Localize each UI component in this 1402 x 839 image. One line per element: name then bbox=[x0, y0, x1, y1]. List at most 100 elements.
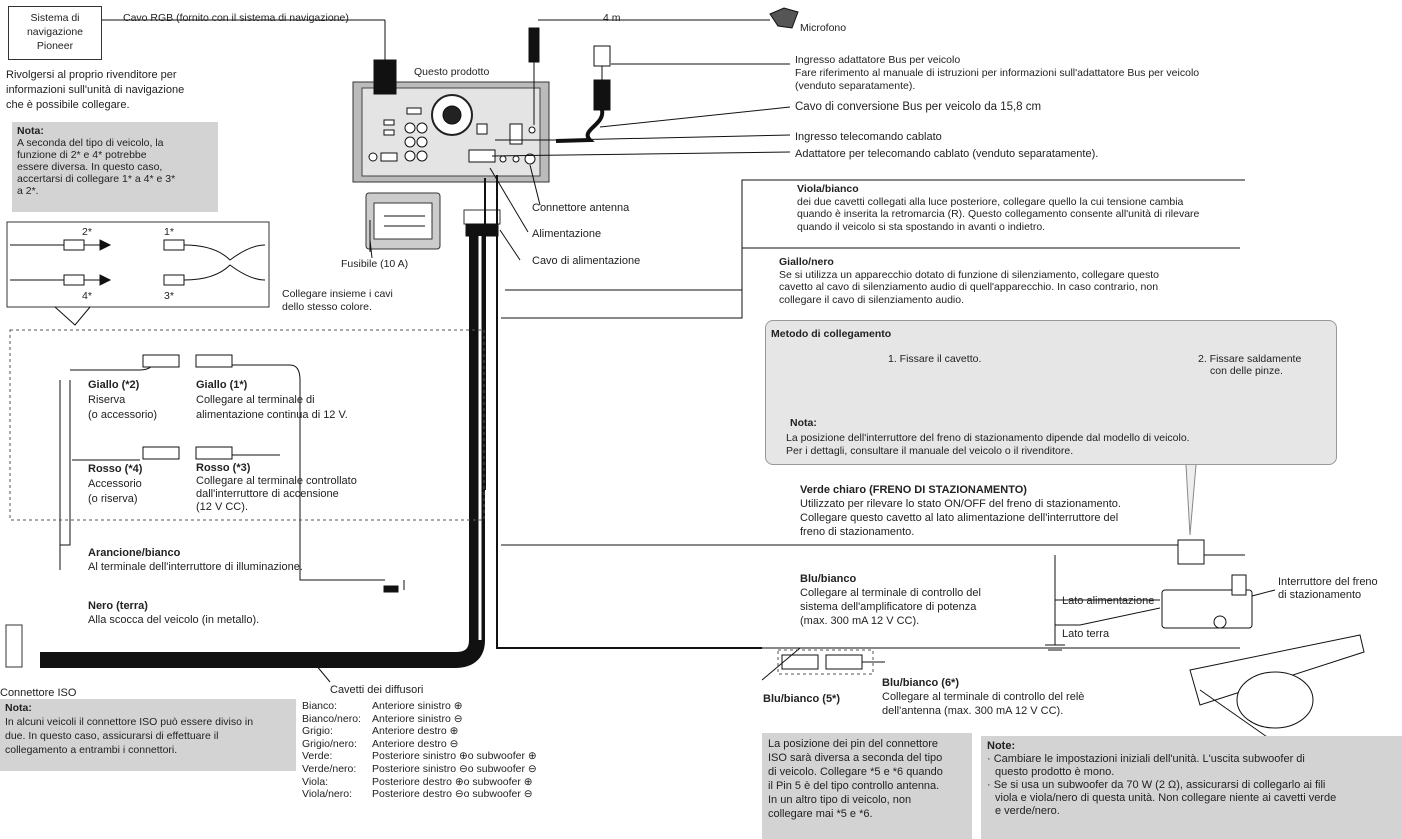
pin-note: La posizione dei pin del connettore ISO … bbox=[762, 733, 972, 839]
method-step2-line2: con delle pinze. bbox=[1210, 365, 1283, 377]
same-color-text: Collegare insieme i cavi dello stesso co… bbox=[282, 288, 393, 314]
red4-line2: (o riserva) bbox=[88, 493, 138, 505]
yellow-black-text: Giallo/nero Se si utilizza un apparecchi… bbox=[779, 256, 1159, 306]
remote-input-line: Adattatore per telecomando cablato (vend… bbox=[795, 148, 1099, 160]
speaker-channel: Anteriore sinistro ⊕ bbox=[372, 700, 463, 712]
ground-side-label: Lato terra bbox=[1062, 628, 1110, 640]
speaker-row: Bianco/nero: Anteriore sinistro ⊖ bbox=[302, 713, 537, 726]
red4-title: Rosso (*4) bbox=[88, 463, 143, 475]
iso-note-line2: due. In questo caso, assicurarsi di effe… bbox=[5, 730, 219, 742]
black-ground-title: Nero (terra) bbox=[88, 600, 148, 612]
method-step2-line1: 2. Fissare saldamente bbox=[1198, 353, 1302, 365]
blue-white6-line1: Collegare al terminale di controllo del … bbox=[882, 691, 1085, 703]
speakers-title: Cavetti dei diffusori bbox=[330, 684, 424, 696]
speakers-table: Bianco: Anteriore sinistro ⊕ Bianco/nero:… bbox=[302, 700, 537, 801]
notes-bottom-text3: Se si usa un subwoofer da 70 W (2 Ω), as… bbox=[993, 779, 1326, 791]
speaker-wire: Verde/nero: bbox=[302, 762, 357, 775]
same-color-line2: dello stesso colore. bbox=[282, 301, 372, 313]
speaker-channel: Anteriore sinistro ⊖ bbox=[372, 712, 463, 725]
nav-system-line3: Pioneer bbox=[36, 40, 74, 52]
dealer-line1: Rivolgersi al proprio rivenditore per bbox=[6, 69, 177, 81]
method-title: Metodo di collegamento bbox=[771, 328, 892, 340]
speaker-wire: Viola: bbox=[302, 775, 329, 788]
pin-note-line5: In un altro tipo di veicolo, non bbox=[768, 794, 912, 806]
yellow2-line2: (o accessorio) bbox=[88, 409, 158, 421]
fuse-label: Fusibile (10 A) bbox=[341, 258, 409, 270]
pin-note-line2: ISO sarà diversa a seconda del tipo bbox=[768, 752, 943, 764]
length-label: 4 m bbox=[603, 12, 621, 24]
light-green-title: Verde chiaro (FRENO DI STAZIONAMENTO) bbox=[800, 484, 1027, 496]
blue-white6-title: Blu/bianco (6*) bbox=[882, 677, 960, 689]
violet-white-line2: quando è inserita la retromarcia (R). Qu… bbox=[797, 208, 1200, 220]
red3-text: Rosso (*3) Collegare al terminale contro… bbox=[196, 462, 357, 514]
black-ground-line: Alla scocca del veicolo (in metallo). bbox=[88, 614, 260, 626]
notes-bottom-line3: · Se si usa un subwoofer da 70 W (2 Ω), … bbox=[987, 779, 1326, 791]
dealer-line2: informazioni sull'unità di navigazione bbox=[6, 84, 185, 96]
red4-line1: Accessorio bbox=[88, 478, 142, 490]
brake-switch-line2: di stazionamento bbox=[1278, 589, 1362, 601]
light-green-line1: Utilizzato per rilevare lo stato ON/OFF … bbox=[800, 498, 1121, 510]
yellow1-line1: Collegare al terminale di bbox=[196, 394, 315, 406]
violet-white-text: Viola/bianco dei due cavetti collegati a… bbox=[797, 183, 1199, 233]
bus-input-title: Ingresso adattatore Bus per veicolo bbox=[795, 54, 961, 66]
method-step2: 2. Fissare saldamente con delle pinze. bbox=[1198, 353, 1301, 377]
iso-note-line3: collegamento a entrambi i connettori. bbox=[5, 744, 178, 756]
speaker-channel: Posteriore destro ⊖o subwoofer ⊖ bbox=[372, 788, 533, 801]
yellow-black-line1: Se si utilizza un apparecchio dotato di … bbox=[779, 268, 1159, 281]
notes-bottom-title: Note: bbox=[987, 740, 1016, 752]
speaker-row: Verde: Posteriore sinistro ⊕o subwoofer ⊕ bbox=[302, 750, 537, 763]
orange-white-title: Arancione/bianco bbox=[88, 547, 181, 559]
speaker-wire: Grigio: bbox=[302, 725, 333, 738]
notes-bottom-line5: e verde/nero. bbox=[995, 805, 1060, 817]
remote-input-title: Ingresso telecomando cablato bbox=[795, 131, 942, 143]
red3-line3: (12 V CC). bbox=[196, 501, 248, 513]
pin-note-line6: collegare mai *5 e *6. bbox=[768, 808, 873, 820]
light-green-text: Verde chiaro (FRENO DI STAZIONAMENTO) Ut… bbox=[800, 483, 1121, 539]
connector-label-1: 1* bbox=[164, 226, 174, 238]
bus-input-line1: Fare riferimento al manuale di istruzion… bbox=[795, 67, 1200, 79]
power-label: Alimentazione bbox=[532, 228, 602, 240]
speaker-row: Grigio/nero:Anteriore destro ⊖ bbox=[302, 738, 537, 751]
orange-white-text: Arancione/bianco Al terminale dell'inter… bbox=[88, 546, 303, 574]
brake-switch-line1: Interruttore del freno bbox=[1278, 576, 1378, 588]
speaker-row: Bianco: Anteriore sinistro ⊕ bbox=[302, 700, 537, 713]
speaker-channel: Posteriore sinistro ⊕o subwoofer ⊕ bbox=[372, 750, 537, 763]
note-top-title: Nota: bbox=[17, 125, 44, 137]
pin-note-line3: di veicolo. Collegare *5 e *6 quando bbox=[768, 766, 943, 778]
notes-bottom-text1: Cambiare le impostazioni iniziali dell'u… bbox=[993, 753, 1305, 765]
note-top-line1: A seconda del tipo di veicolo, la bbox=[17, 137, 164, 149]
remote-input-text: Ingresso telecomando cablato Adattatore … bbox=[795, 129, 1098, 163]
brake-switch-label: Interruttore del freno di stazionamento bbox=[1278, 576, 1378, 602]
red3-line1: Collegare al terminale controllato bbox=[196, 475, 357, 487]
iso-label: Connettore ISO bbox=[0, 687, 77, 699]
blue-white6-line2: dell'antenna (max. 300 mA 12 V CC). bbox=[882, 705, 1064, 717]
red3-line2: dall'interruttore di accensione bbox=[196, 488, 339, 500]
iso-note-line1: In alcuni veicoli il connettore ISO può … bbox=[5, 716, 254, 728]
speaker-wire: Viola/nero: bbox=[302, 788, 353, 801]
speaker-wire: Bianco/nero: bbox=[302, 712, 361, 725]
pin-note-line4: il Pin 5 è del tipo controllo antenna. bbox=[768, 780, 940, 792]
method-note-line1: La posizione dell'interruttore del freno… bbox=[786, 432, 1190, 444]
notes-bottom: Note: · Cambiare le impostazioni inizial… bbox=[981, 736, 1402, 839]
microphone-label: Microfono bbox=[800, 22, 847, 34]
yellow2-text: Giallo (*2) Riserva (o accessorio) bbox=[88, 378, 157, 423]
violet-white-line3: quando il veicolo si sta spostando in av… bbox=[797, 220, 1046, 233]
note-top: Nota: A seconda del tipo di veicolo, la … bbox=[12, 122, 218, 212]
speaker-row: Viola:Posteriore destro ⊕o subwoofer ⊕ bbox=[302, 776, 537, 789]
speaker-channel: Anteriore destro ⊕ bbox=[372, 725, 459, 738]
violet-white-line1: dei due cavetti collegati alla luce post… bbox=[797, 195, 1184, 208]
method-note-title: Nota: bbox=[790, 417, 817, 429]
blue-white-line1: Collegare al terminale di controllo del bbox=[800, 587, 981, 599]
speaker-wire: Bianco: bbox=[302, 700, 338, 712]
speaker-row: Viola/nero: Posteriore destro ⊖o subwoofe… bbox=[302, 788, 537, 801]
speaker-wire: Verde: bbox=[302, 750, 333, 763]
blue-white-line2: sistema dell'amplificatore di potenza bbox=[800, 601, 977, 613]
note-top-line5: a 2*. bbox=[17, 185, 39, 197]
yellow1-text: Giallo (1*) Collegare al terminale di al… bbox=[196, 378, 348, 423]
notes-bottom-line1: · Cambiare le impostazioni iniziali dell… bbox=[987, 753, 1305, 765]
yellow-black-line2: cavetto al cavo di silenziamento audio d… bbox=[779, 281, 1159, 293]
notes-bottom-line4: viola e viola/nero di questa unità. Non … bbox=[995, 792, 1337, 804]
violet-white-title: Viola/bianco bbox=[797, 183, 859, 195]
bus-input-line2: (venduto separatamente). bbox=[795, 80, 916, 92]
blue-white6-text: Blu/bianco (6*) Collegare al terminale d… bbox=[882, 676, 1084, 718]
